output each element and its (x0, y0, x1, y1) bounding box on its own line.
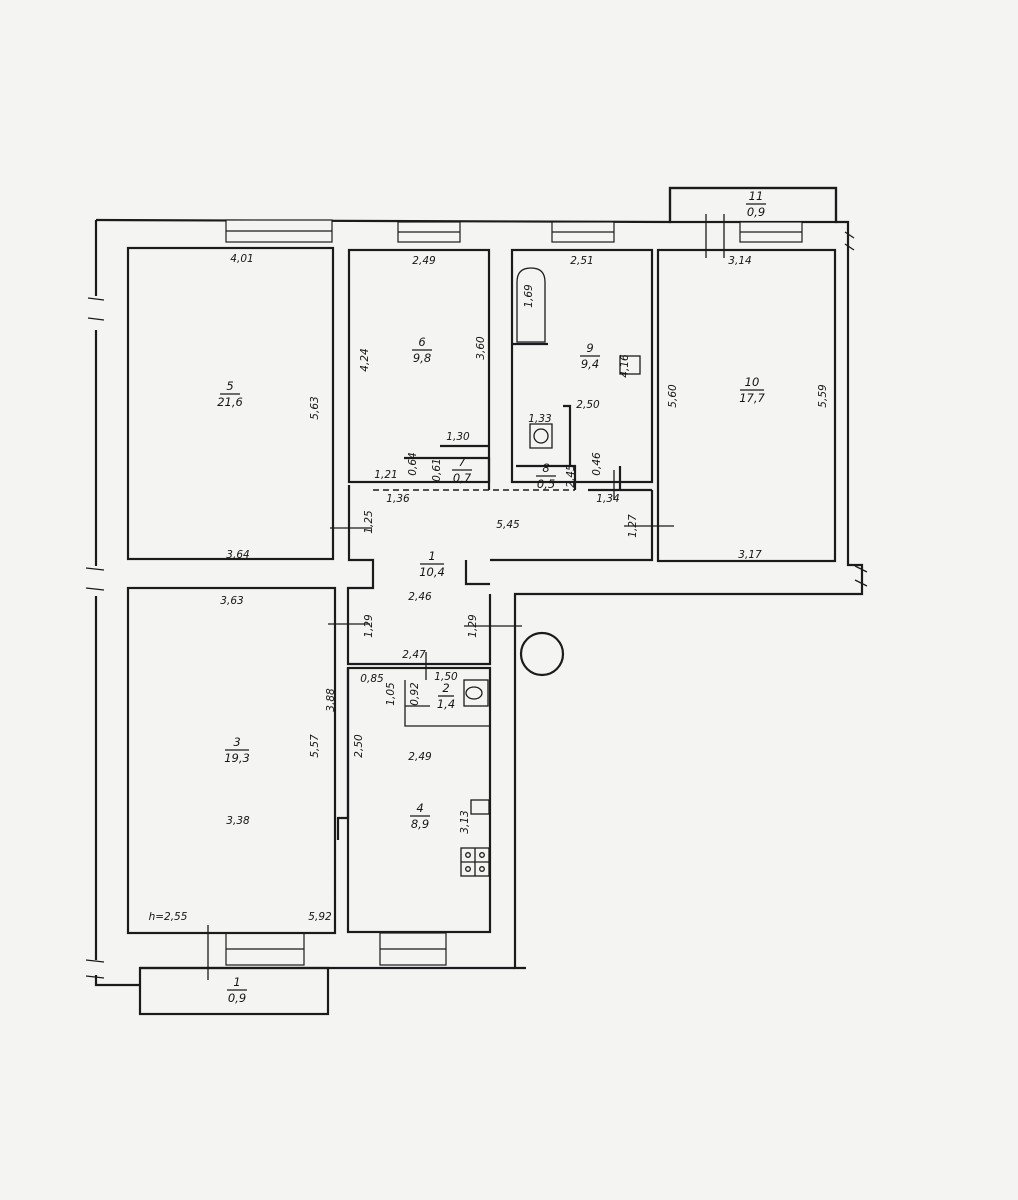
windows (225, 219, 803, 966)
room-5-area: 21,6 (217, 395, 243, 409)
ceiling-height-label: h=2,55 (149, 911, 188, 923)
dim-label: 3,13 (459, 810, 471, 833)
room-9-number: 9 (586, 341, 593, 355)
room-4-area: 8,9 (411, 817, 429, 831)
room-4-number: 4 (416, 801, 423, 815)
dim-label: 0,85 (360, 673, 384, 685)
door-markers (328, 470, 674, 680)
dim-label: 1,05 (385, 682, 397, 706)
room-8-number: 8 (542, 461, 549, 475)
dim-label: 4,24 (359, 348, 371, 371)
room-6-number: 6 (418, 335, 425, 349)
sink-icon (619, 355, 641, 375)
dim-label: 2,49 (412, 255, 436, 267)
room-1-number: 1 (428, 549, 435, 563)
dim-label: 3,60 (475, 336, 487, 360)
balcony-1-number: 1 (233, 975, 240, 989)
dim-label: 2,50 (353, 734, 365, 758)
room-9-area: 9,4 (581, 357, 599, 371)
dim-label: 3,64 (226, 549, 249, 561)
balcony-1 (138, 966, 330, 1016)
room-7-area: 0,7 (453, 471, 472, 485)
toilet-2-bowl-icon (465, 686, 483, 700)
dim-label: 1,34 (596, 493, 619, 505)
dim-label: 1,69 (523, 284, 535, 308)
room-10-area: 17,7 (739, 391, 765, 405)
dim-label: 1,29 (363, 614, 375, 638)
fixtures (460, 267, 641, 877)
room-7-number: 7 (458, 455, 466, 469)
room-3-area: 19,3 (224, 751, 250, 765)
kitchen-sink-icon (470, 799, 490, 815)
dim-label: 3,88 (325, 688, 337, 712)
dim-label: 5,92 (308, 911, 332, 923)
dim-label: 3,38 (226, 815, 250, 827)
dim-label: 1,25 (363, 510, 375, 534)
bathtub-icon (516, 267, 546, 343)
dim-label: 0,61 (431, 458, 443, 481)
room-3-number: 3 (233, 735, 240, 749)
room-2-area: 1,4 (437, 697, 455, 711)
room-10-number: 10 (745, 375, 760, 389)
dim-label: 1,29 (467, 614, 479, 638)
room-2-number: 2 (442, 681, 449, 695)
room-11-area: 0,9 (747, 205, 765, 219)
dim-label: 2,46 (408, 591, 432, 603)
dim-label: 1,27 (627, 514, 639, 538)
dim-label: 1,36 (386, 493, 410, 505)
dim-label: 3,14 (728, 255, 751, 267)
riser-icon (519, 631, 565, 677)
dim-label: 4,16 (619, 354, 631, 378)
dim-label: 2,50 (576, 399, 600, 411)
dim-label: 5,45 (496, 519, 520, 531)
room-11-number: 11 (749, 189, 764, 203)
room-1-area: 10,4 (419, 565, 445, 579)
dim-label: 1,30 (446, 431, 470, 443)
dim-label: 5,63 (309, 396, 321, 419)
room-5-number: 5 (226, 379, 233, 393)
dim-label: 5,57 (309, 734, 321, 758)
dim-label: 1,21 (374, 469, 397, 481)
dim-label: 3,63 (220, 595, 243, 607)
dimension-labels: 4,01 2,49 2,51 3,14 5,63 4,24 3,60 1,69 … (149, 253, 829, 923)
dim-label: 1,33 (528, 413, 551, 425)
dim-label: 2,45 (565, 464, 577, 488)
dim-label: 5,60 (667, 384, 679, 408)
room-8-area: 0,5 (537, 477, 555, 491)
room-outlines (126, 246, 837, 935)
dim-label: 1,50 (434, 671, 458, 683)
dim-label: 5,59 (817, 384, 829, 408)
room-labels: 5 21,6 6 9,8 9 9,4 10 17,7 11 0,9 7 0,7 … (217, 189, 766, 1005)
dim-label: 0,46 (591, 452, 603, 476)
balcony-1-area: 0,9 (228, 991, 246, 1005)
dim-label: 3,17 (738, 549, 762, 561)
dim-label: 0,64 (407, 452, 419, 475)
dim-label: 0,92 (409, 682, 421, 706)
dim-label: 2,47 (402, 649, 426, 661)
dim-label: 2,49 (408, 751, 432, 763)
dim-label: 2,51 (570, 255, 593, 267)
room-6-area: 9,8 (413, 351, 431, 365)
dim-label: 4,01 (230, 253, 253, 265)
toilet-bowl-icon (533, 428, 549, 444)
